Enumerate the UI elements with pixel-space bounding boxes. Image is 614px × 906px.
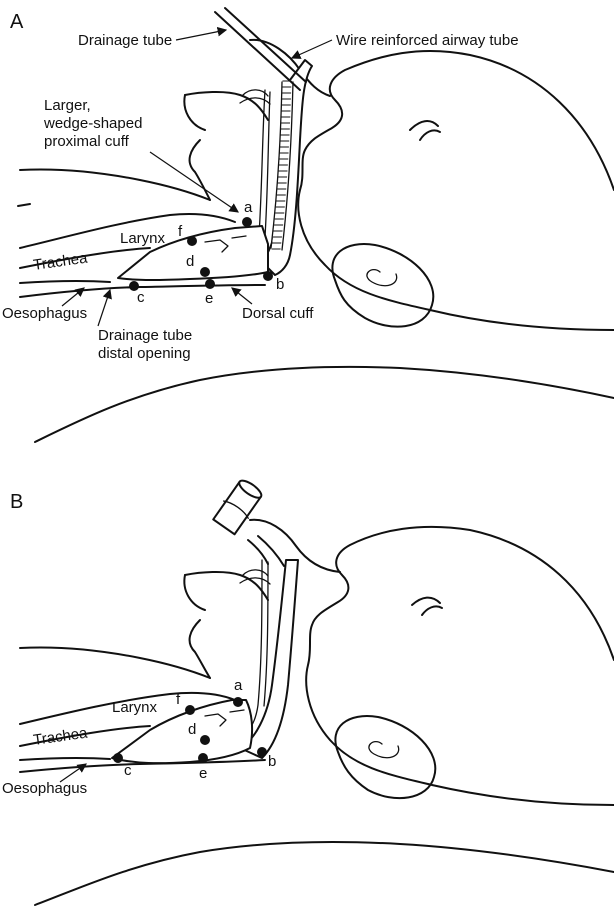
panel-a: A: [2, 8, 614, 442]
point-label-f-a: f: [178, 223, 183, 240]
label-cuff-line1-a: Larger,: [44, 97, 91, 114]
label-oesophagus-b: Oesophagus: [2, 780, 87, 797]
ear-inner-b: [369, 742, 399, 758]
arrow-dorsal-cuff-a: [232, 288, 252, 304]
point-b-b: [257, 747, 267, 757]
label-distal-line2-a: distal opening: [98, 345, 191, 362]
point-a-a: [242, 217, 252, 227]
label-distal-line1-a: Drainage tube: [98, 327, 192, 344]
drainage-tube-inner-b2: [264, 562, 268, 706]
upper-jaw-a: [185, 92, 268, 120]
point-label-b-a: b: [276, 276, 284, 293]
arrow-wire-tube-a: [292, 40, 332, 58]
arrow-distal-a: [98, 290, 110, 326]
tick-mark-a: [18, 204, 30, 206]
head-outline-a: [298, 51, 614, 330]
point-label-c-a: c: [137, 289, 145, 306]
label-oesophagus-a: Oesophagus: [2, 305, 87, 322]
neck-back-b: [35, 842, 614, 905]
label-cuff-line2-a: wedge-shaped: [43, 115, 142, 132]
point-d-a: [200, 267, 210, 277]
label-drainage-tube-a: Drainage tube: [78, 32, 172, 49]
point-label-d-a: d: [186, 253, 194, 270]
label-trachea-a: Trachea: [32, 249, 89, 274]
point-label-d-b: d: [188, 721, 196, 738]
point-e-a: [205, 279, 215, 289]
tube-bend-b: [248, 536, 284, 566]
label-larynx-a: Larynx: [120, 230, 166, 247]
mouth-b: [184, 575, 205, 610]
oesophagus-top-a: [20, 281, 110, 283]
panel-b: B: [2, 476, 614, 905]
point-label-e-b: e: [199, 765, 207, 782]
arrow-cuff-a: [150, 152, 238, 212]
point-d-b: [200, 735, 210, 745]
label-dorsal-cuff-a: Dorsal cuff: [242, 305, 314, 322]
point-label-a-b: a: [234, 677, 243, 694]
drainage-tube-a: [215, 12, 300, 90]
panel-a-label: A: [10, 11, 24, 33]
eye-lower-a: [420, 130, 440, 140]
chin-b: [190, 620, 210, 678]
panel-b-label: B: [10, 491, 23, 513]
label-wire-tube-a: Wire reinforced airway tube: [336, 32, 519, 49]
point-c-b: [113, 753, 123, 763]
point-b-a: [263, 271, 273, 281]
neck-back-a: [35, 367, 614, 442]
point-label-e-a: e: [205, 290, 213, 307]
point-label-a-a: a: [244, 199, 253, 216]
eye-lower-b: [422, 606, 442, 615]
label-larynx-b: Larynx: [112, 699, 158, 716]
eye-b: [412, 598, 440, 605]
label-cuff-line3-a: proximal cuff: [44, 133, 130, 150]
point-a-b: [233, 697, 243, 707]
point-e-b: [198, 753, 208, 763]
neck-front-b: [20, 647, 210, 678]
ear-inner-a: [367, 270, 397, 286]
eye-a: [410, 121, 438, 130]
tube-connector-b: [212, 476, 266, 535]
label-trachea-b: Trachea: [32, 724, 89, 749]
point-label-c-b: c: [124, 762, 132, 779]
point-label-b-b: b: [268, 753, 276, 770]
point-f-b: [185, 705, 195, 715]
point-f-a: [187, 236, 197, 246]
mouth-a: [184, 95, 205, 130]
drainage-tube-a2: [225, 8, 306, 82]
head-outline-b: [306, 527, 614, 805]
oesophagus-top-b: [20, 758, 110, 760]
arrow-drainage-tube-a: [176, 30, 226, 40]
upper-jaw-b: [185, 572, 268, 600]
